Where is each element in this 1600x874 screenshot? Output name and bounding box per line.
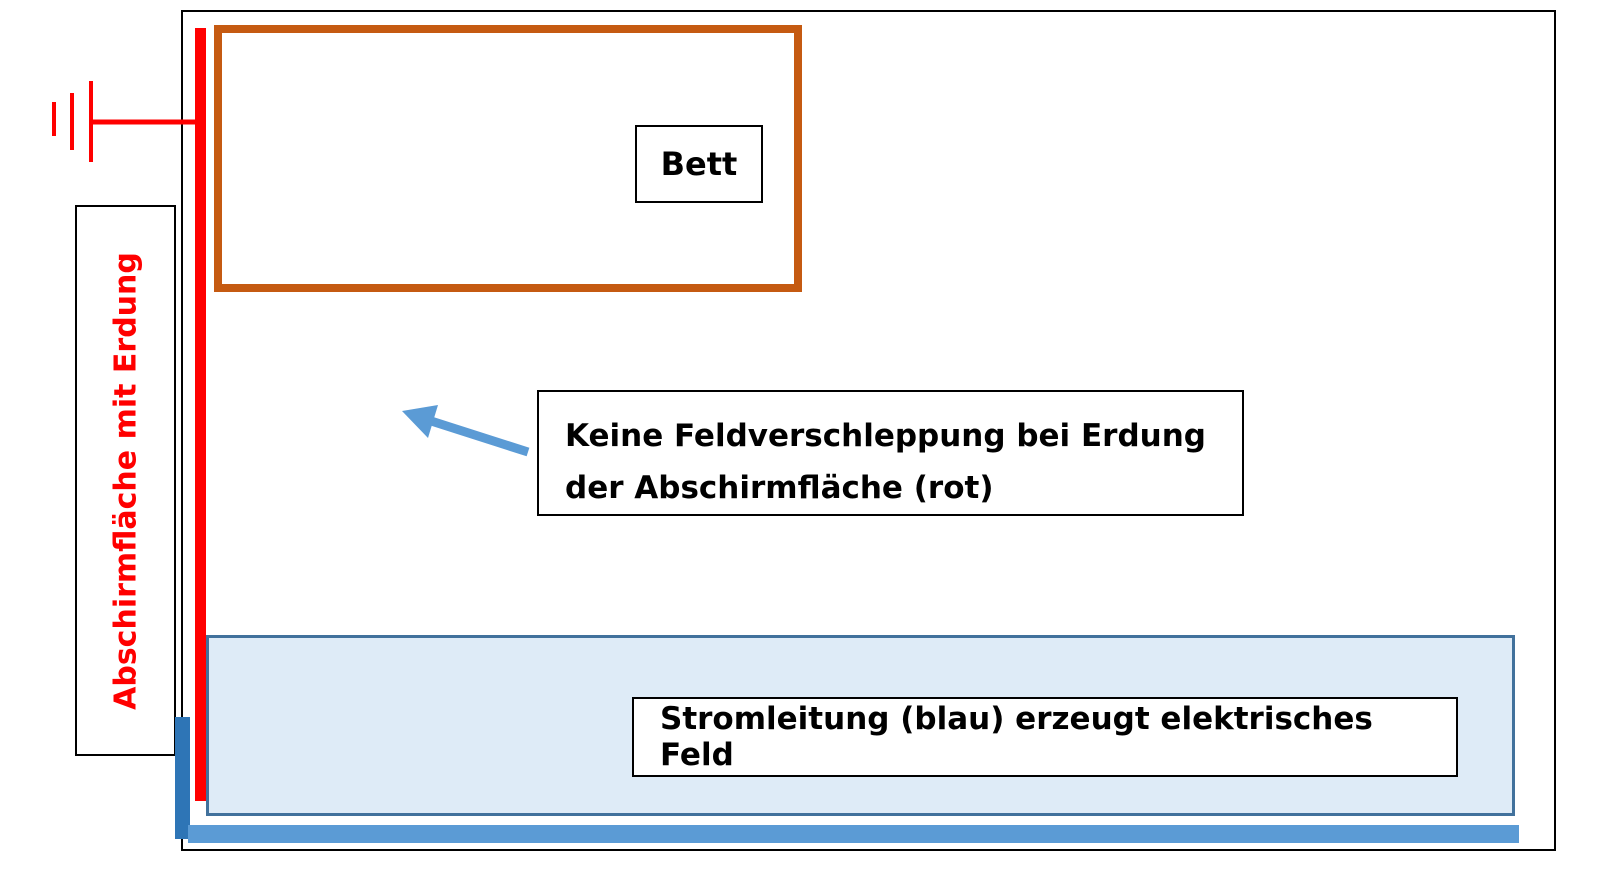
- shield-label-box: Abschirmfläche mit Erdung: [75, 205, 176, 756]
- bed-label-text: Bett: [660, 145, 738, 183]
- power-line-label-text: Stromleitung (blau) erzeugt elektrisches…: [660, 701, 1373, 773]
- callout-line-1: Keine Feldverschleppung bei Erdung: [565, 418, 1206, 454]
- power-line-vertical: [175, 717, 190, 839]
- bed-label: Bett: [635, 125, 763, 203]
- room-outline: [181, 10, 1556, 851]
- arrow-icon: [402, 405, 530, 457]
- power-line-horizontal: [188, 825, 1519, 843]
- shield-surface: [195, 28, 206, 801]
- power-line-label: Stromleitung (blau) erzeugt elektrisches…: [632, 697, 1458, 777]
- callout-line-2: der Abschirmfläche (rot): [565, 470, 994, 506]
- ground-symbol-icon: [52, 81, 196, 162]
- callout-box: Keine Feldverschleppung bei Erdung der A…: [537, 390, 1244, 516]
- bed-outline: [214, 25, 802, 292]
